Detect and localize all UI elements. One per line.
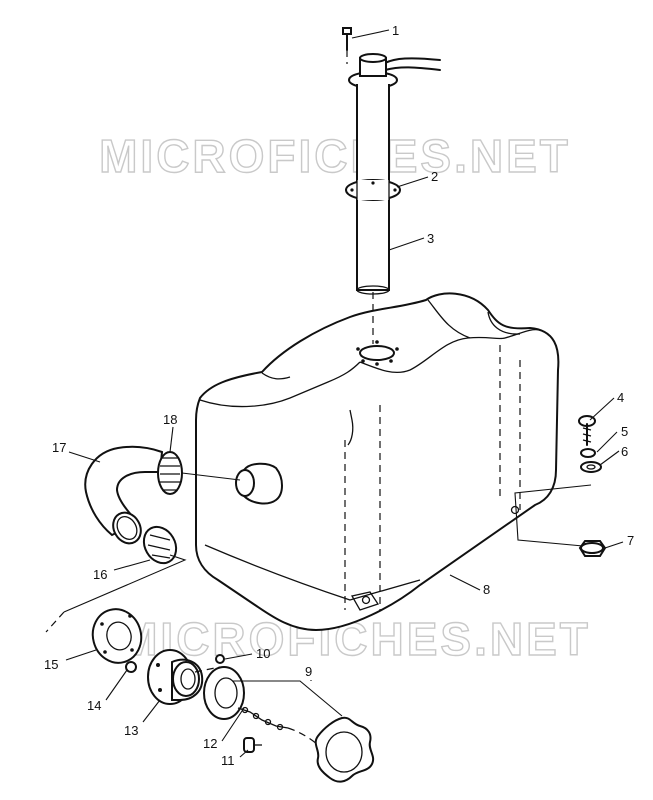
callout-2: 2 (431, 169, 438, 184)
drain-hardware (514, 415, 607, 557)
tether-screw (243, 737, 255, 753)
callout-17: 17 (52, 440, 66, 455)
leader-lines (65, 29, 624, 758)
callout-4: 4 (617, 390, 624, 405)
washer-large (580, 461, 602, 473)
callout-13: 13 (124, 723, 138, 738)
callout-9: 9 (305, 664, 312, 679)
callout-numbers: 1 2 3 4 5 6 7 8 9 10 11 12 13 14 15 16 1… (44, 23, 634, 768)
callout-5: 5 (621, 424, 628, 439)
callout-14: 14 (87, 698, 101, 713)
fuel-sender-assembly (342, 27, 441, 344)
callout-11: 11 (221, 753, 235, 768)
callout-15: 15 (44, 657, 58, 672)
filler-screw (215, 654, 225, 664)
callout-6: 6 (621, 444, 628, 459)
filler-neck-assembly (91, 608, 375, 783)
filler-gasket (91, 608, 143, 664)
callout-3: 3 (427, 231, 434, 246)
fuel-tank (195, 292, 560, 632)
callout-10: 10 (256, 646, 270, 661)
watermark-top: MICROFICHES.NET (99, 130, 571, 182)
callout-8: 8 (483, 582, 490, 597)
cap-seal (203, 666, 245, 720)
filler-nut (125, 661, 137, 673)
washer-small (580, 448, 596, 458)
callout-18: 18 (163, 412, 177, 427)
sender-opening (359, 345, 395, 361)
outlet-hose (45, 445, 241, 633)
outlet-spout (235, 469, 255, 497)
callout-16: 16 (93, 567, 107, 582)
callout-1: 1 (392, 23, 399, 38)
callout-12: 12 (203, 736, 217, 751)
callout-7: 7 (627, 533, 634, 548)
